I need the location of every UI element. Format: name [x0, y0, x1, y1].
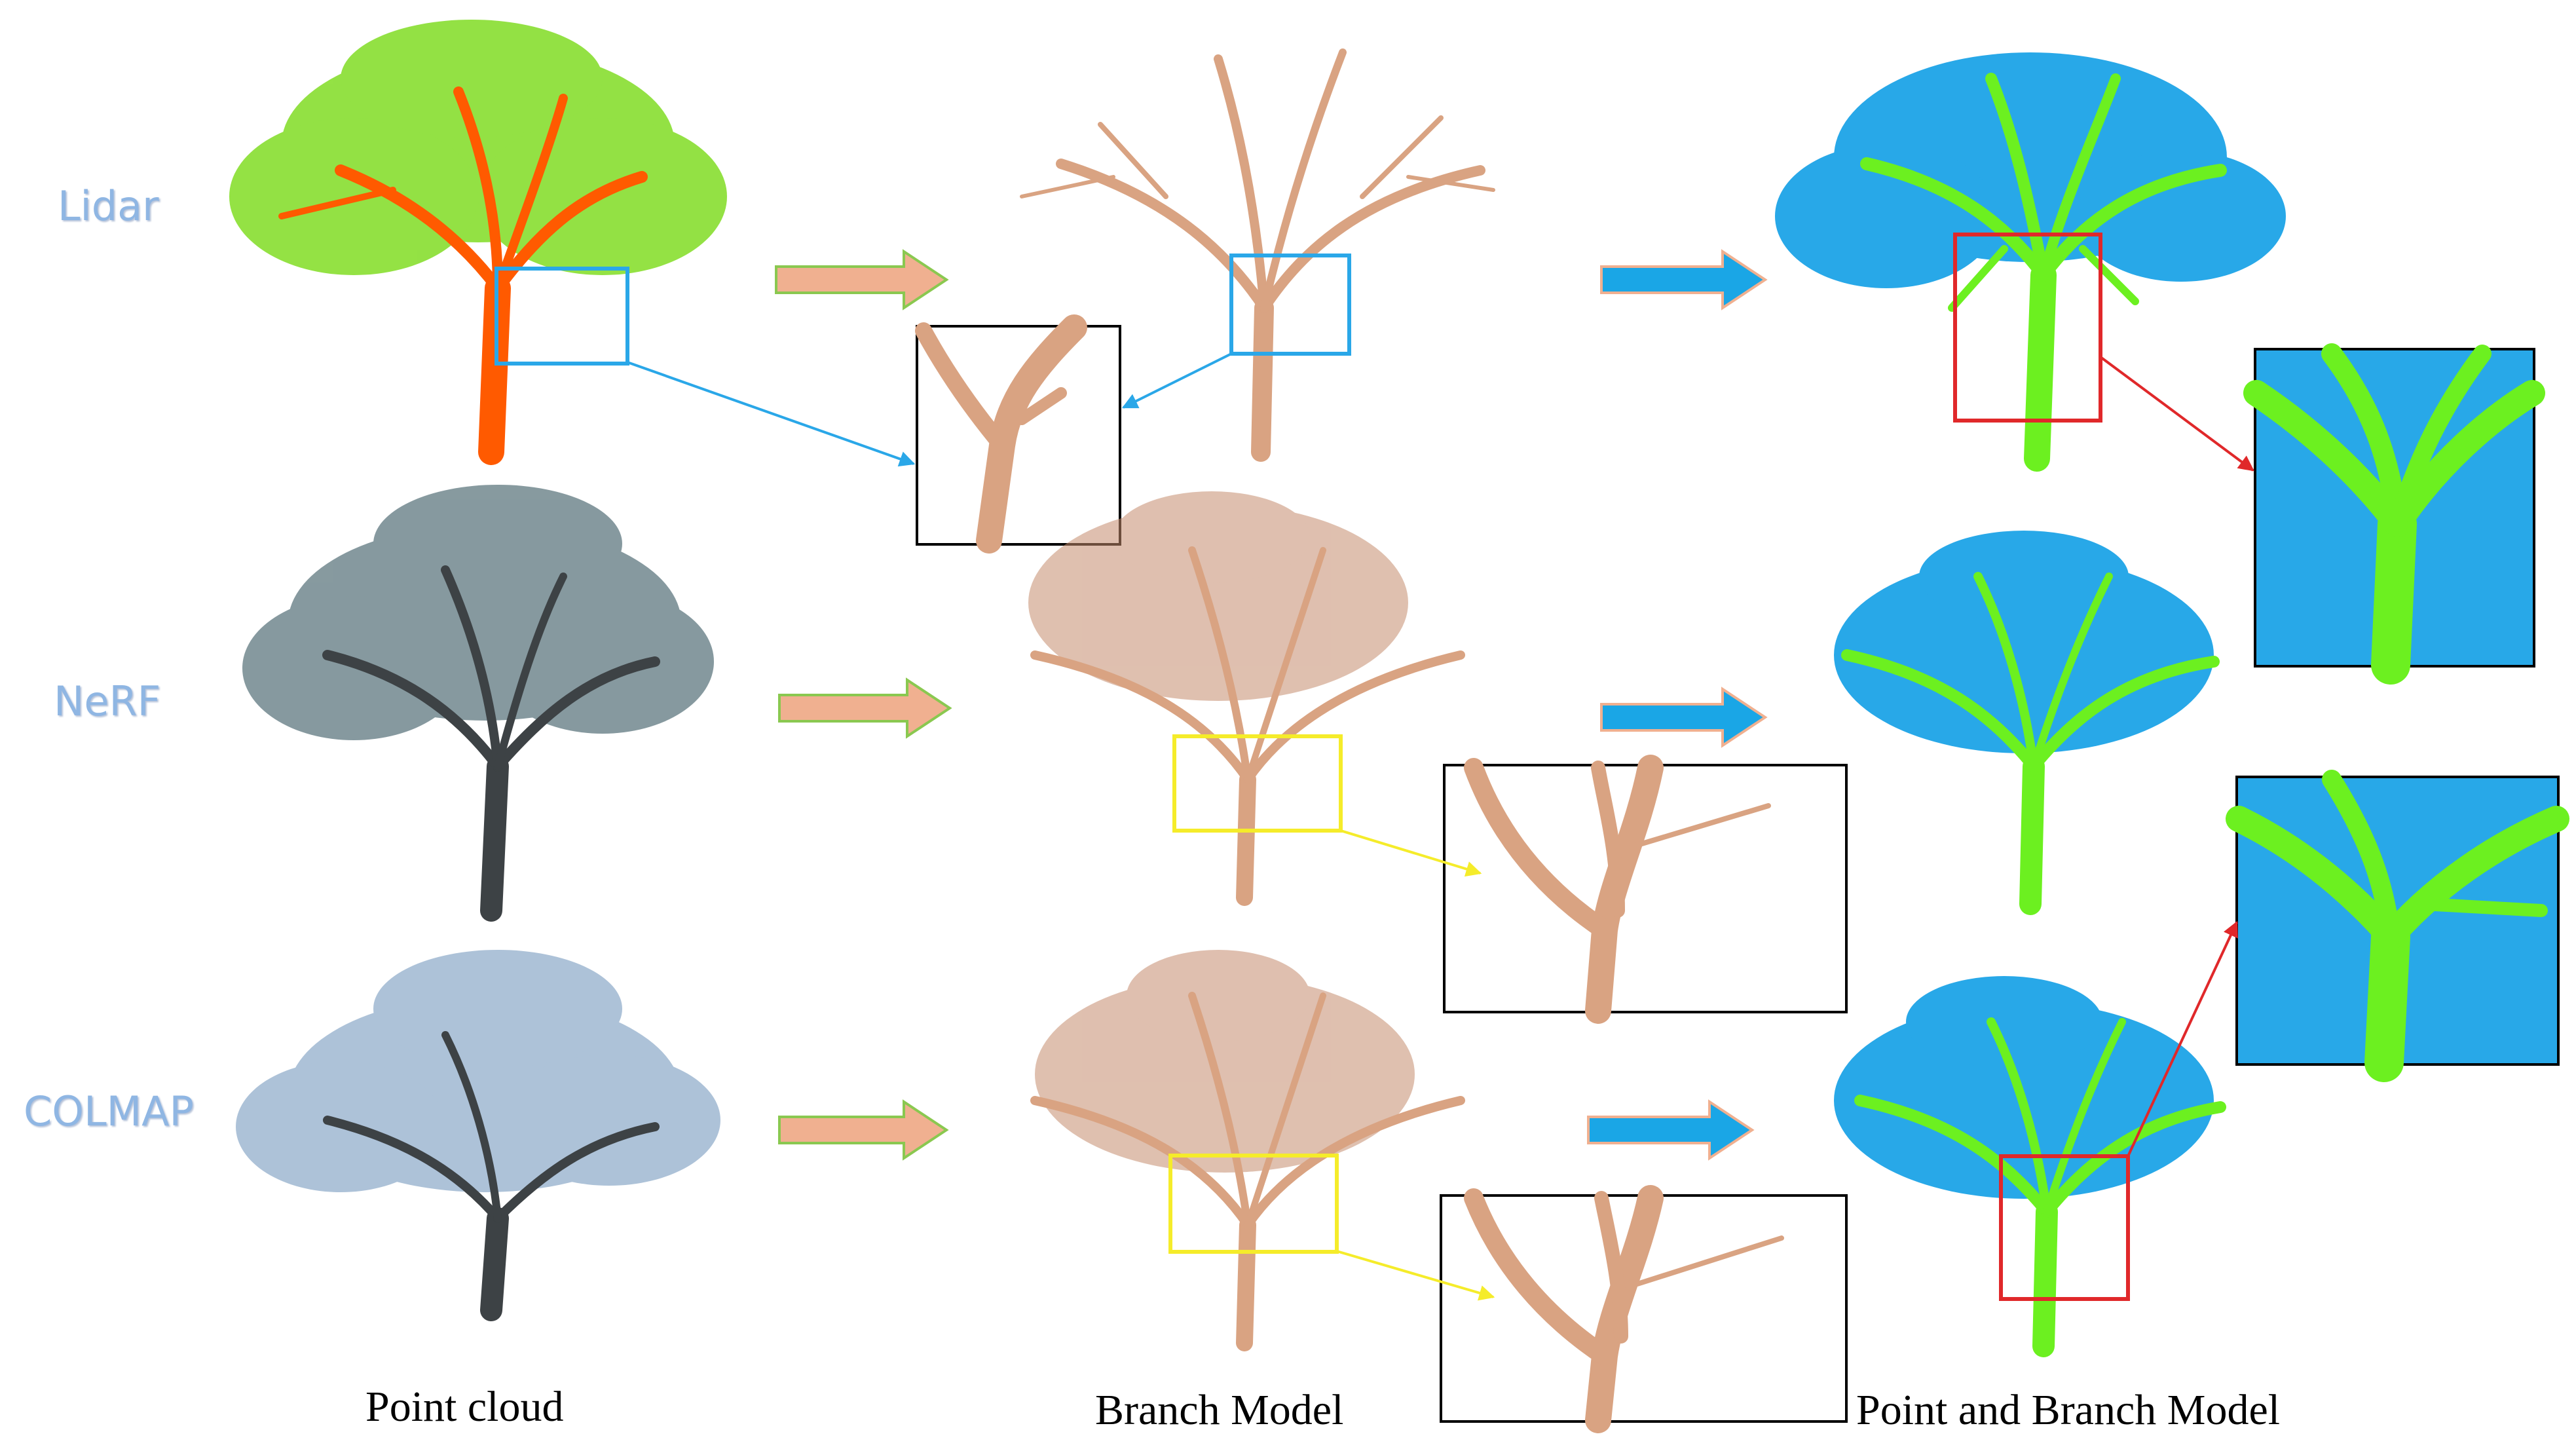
row-label-lidar: Lidar	[58, 182, 159, 230]
lidar-overlay-zoom-connector-line	[2099, 356, 2254, 472]
nerf-overlay-tree	[1834, 531, 2220, 915]
lidar-branch-model-tree	[1020, 48, 1495, 462]
lidar-point-cloud-tree	[229, 20, 727, 465]
arrow-colmap-branch-to-overlay	[1587, 1099, 1755, 1161]
nerf-zoom-connector-line	[1340, 829, 1482, 877]
colmap-point-cloud-tree	[236, 950, 720, 1321]
colmap-overlay-zoom-inset	[2226, 770, 2569, 1082]
lidar-overlay-tree	[1775, 52, 2286, 472]
column-label-point-and-branch-model: Point and Branch Model	[1856, 1386, 2281, 1434]
colmap-branch-model-tree	[1030, 950, 1465, 1351]
lidar-branch-zoom-connector-line	[1121, 352, 1232, 409]
colmap-branch-zoom-inset	[1440, 1185, 1848, 1433]
lidar-overlay-zoom-inset	[2243, 343, 2545, 685]
row-label-nerf: NeRF	[54, 677, 161, 725]
lidar-branch-zoom-inset	[915, 314, 1121, 554]
nerf-branch-model-tree	[1028, 491, 1465, 906]
lidar-zoom-connector-line	[627, 361, 916, 467]
arrow-colmap-to-branch	[778, 1099, 949, 1161]
colmap-zoom-connector-line	[1336, 1250, 1495, 1301]
colmap-overlay-zoom-connector-line	[2127, 920, 2238, 1157]
nerf-point-cloud-tree	[242, 485, 714, 922]
arrow-nerf-to-branch	[778, 677, 952, 739]
arrow-lidar-to-branch	[775, 249, 949, 310]
column-label-point-cloud: Point cloud	[365, 1383, 564, 1431]
nerf-branch-zoom-inset	[1443, 755, 1848, 1024]
row-label-colmap: COLMAP	[24, 1087, 194, 1135]
arrow-lidar-branch-to-overlay	[1600, 249, 1768, 310]
arrow-nerf-branch-to-overlay	[1600, 687, 1768, 748]
colmap-overlay-tree	[1834, 976, 2226, 1357]
column-label-branch-model: Branch Model	[1095, 1386, 1344, 1434]
